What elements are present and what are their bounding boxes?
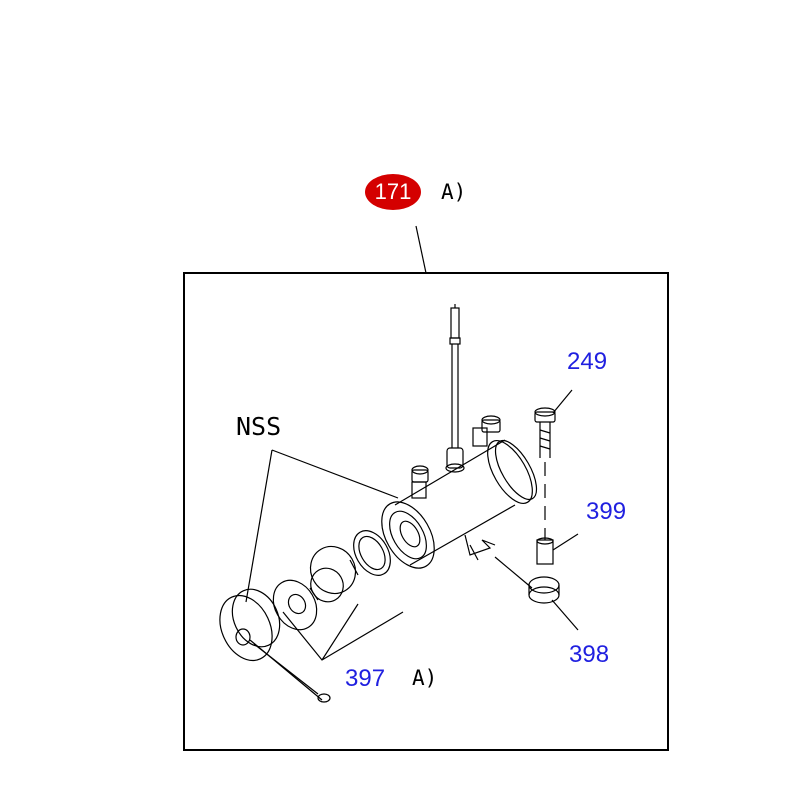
bolt-249 bbox=[534, 389, 573, 540]
filter-housing bbox=[381, 439, 538, 569]
callout-badge[interactable]: 171 bbox=[365, 174, 421, 210]
part-397-leader bbox=[282, 603, 404, 661]
callout-suffix: A) bbox=[441, 180, 467, 204]
top-bolts bbox=[411, 415, 501, 499]
end-cap bbox=[219, 588, 331, 703]
callout-leader-line bbox=[415, 225, 427, 274]
filter-element bbox=[309, 545, 359, 603]
part-397-suffix: A) bbox=[412, 666, 438, 690]
sensor-rod bbox=[445, 304, 465, 473]
nss-leader-lines bbox=[245, 449, 399, 603]
spacer-399 bbox=[536, 533, 579, 565]
grommet-398 bbox=[494, 556, 579, 631]
part-number-397[interactable]: 397 bbox=[345, 665, 386, 692]
part-number-399[interactable]: 399 bbox=[586, 498, 627, 525]
part-number-249[interactable]: 249 bbox=[567, 348, 608, 375]
seal-ring bbox=[353, 530, 391, 576]
part-number-398[interactable]: 398 bbox=[569, 641, 610, 668]
nss-label: NSS bbox=[236, 412, 282, 441]
washer bbox=[272, 579, 318, 631]
